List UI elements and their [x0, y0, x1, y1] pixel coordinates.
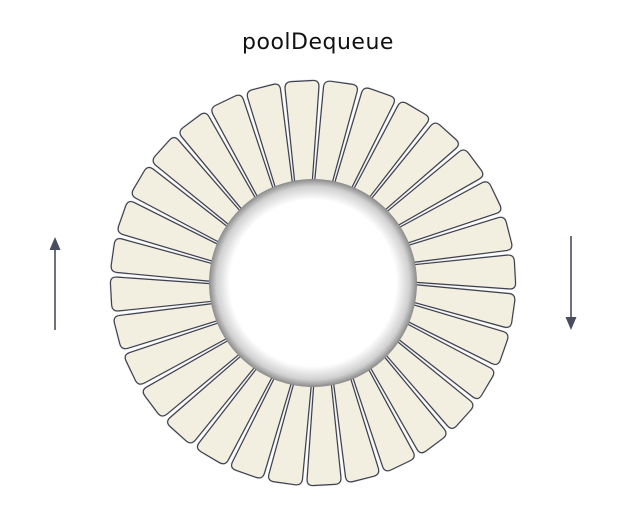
- ring-center-hole: [209, 179, 417, 387]
- diagram-title: poolDequeue: [242, 30, 394, 55]
- ring-slots: [109, 79, 517, 487]
- up-arrow: [49, 237, 61, 330]
- down-arrow: [565, 236, 577, 330]
